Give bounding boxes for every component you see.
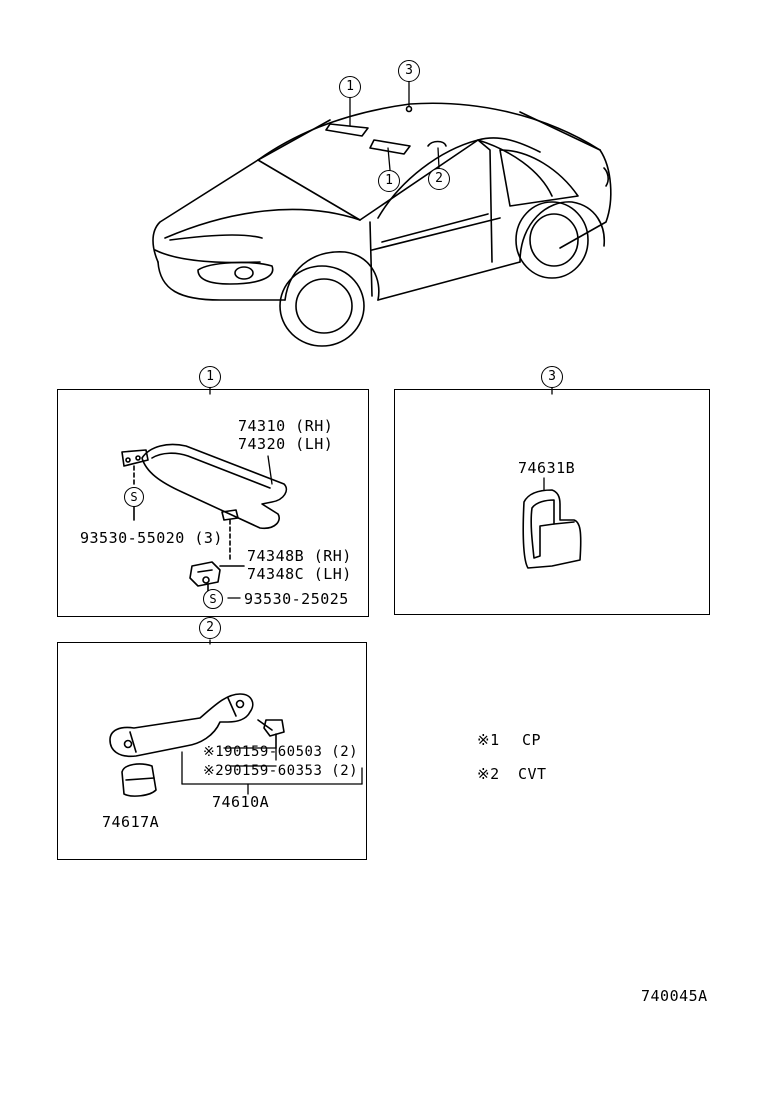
note2-mark: ※2 <box>477 765 500 783</box>
holder-screw-symbol-icon: S <box>203 589 223 609</box>
note1-mark: ※1 <box>477 731 500 749</box>
overview-leaders <box>349 79 440 171</box>
holder-part-rh: 74348B (RH) <box>247 547 352 565</box>
callout-assist-grip: 2 <box>428 168 450 190</box>
note1-text: CP <box>522 731 542 749</box>
holder-part-lh: 74348C (LH) <box>247 565 352 583</box>
hook-part: 74631B <box>518 459 576 477</box>
grip-part: 74610A <box>212 793 270 811</box>
panel2-header: 2 <box>199 617 221 639</box>
panel1-header: 1 <box>199 366 221 388</box>
assist-grip-drawing <box>109 639 363 797</box>
callout-sun-visor-2: 1 <box>378 170 400 192</box>
visor-screw-part: 93530-55020 (3) <box>80 529 223 547</box>
cap-part: 74617A <box>102 813 160 831</box>
coat-hook-drawing <box>522 387 582 569</box>
visor-part-rh: 74310 (RH) <box>238 417 334 435</box>
sun-visor-drawing <box>121 387 288 599</box>
figure-id: 740045A <box>641 987 708 1005</box>
panel-assist-grip <box>57 642 367 860</box>
grip-bolt-part-2: ※290159-60353 (2) <box>203 763 359 779</box>
callout-sun-visor: 1 <box>339 76 361 98</box>
panel-sun-visor <box>57 389 369 617</box>
car-illustration <box>152 102 612 347</box>
panel-coat-hook <box>394 389 710 615</box>
callout-coat-hook: 3 <box>398 60 420 82</box>
note2-text: CVT <box>518 765 547 783</box>
screw-symbol-icon: S <box>124 487 144 507</box>
panel3-header: 3 <box>541 366 563 388</box>
grip-bolt-part-1: ※190159-60503 (2) <box>203 744 359 760</box>
visor-part-lh: 74320 (LH) <box>238 435 334 453</box>
holder-screw-part: 93530-25025 <box>244 590 349 608</box>
